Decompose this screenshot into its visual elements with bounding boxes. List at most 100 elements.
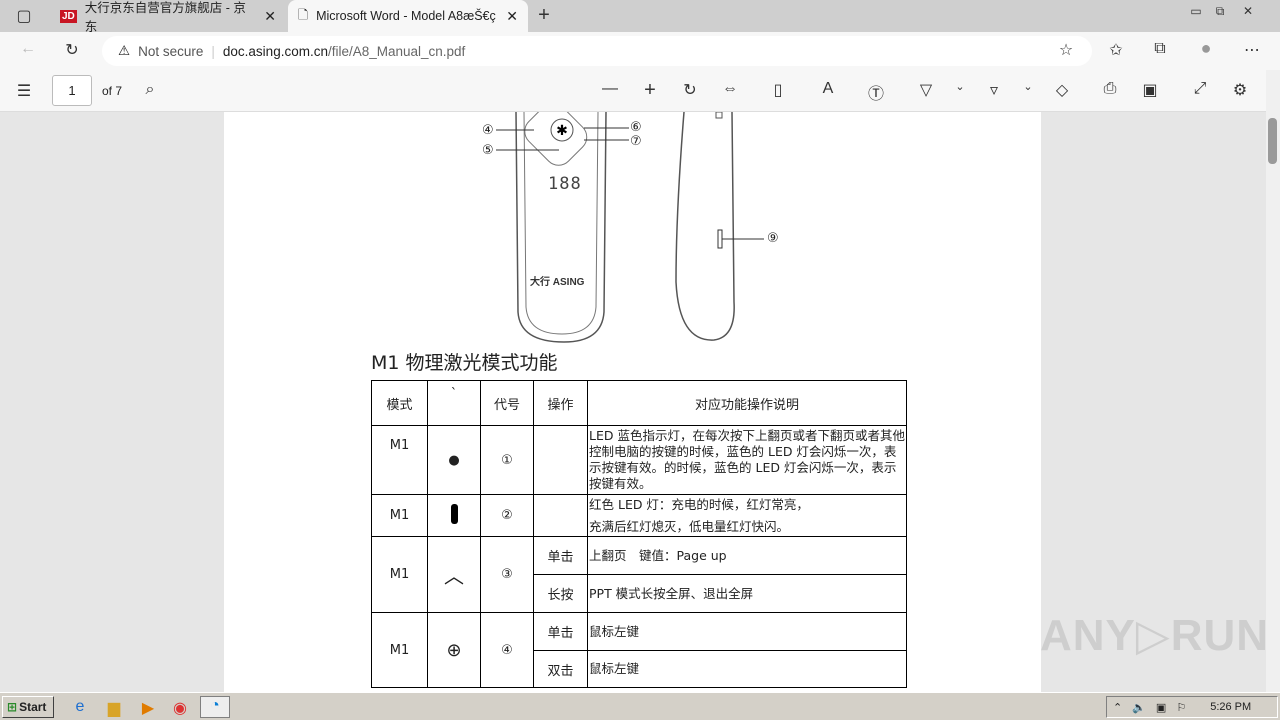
zoom-in-icon: ⊕ — [427, 612, 481, 688]
jd-favicon-icon: JD — [60, 9, 77, 23]
page-total: of 7 — [102, 84, 123, 98]
start-button[interactable]: ⊞Start — [2, 696, 54, 718]
section-heading: M1 物理激光模式功能 — [371, 352, 558, 374]
desc-cell: 上翻页 键值：Page up — [587, 536, 907, 575]
header-mode: 模式 — [371, 380, 428, 426]
op-cell — [533, 425, 588, 495]
op-cell — [533, 494, 588, 537]
print-icon[interactable]: ⎙ — [1103, 80, 1117, 97]
settings-icon[interactable]: ⚙ — [1232, 82, 1248, 99]
device-diagram: ✱ — [496, 112, 764, 343]
table-row: 双击 鼠标左键 — [372, 650, 907, 688]
tab-bar: ▢ JD 大行京东自营官方旗舰店 - 京东 ✕ 🗋 Microsoft Word… — [0, 0, 1280, 34]
watermark: ANY▷RUN — [1040, 611, 1270, 660]
close-icon[interactable]: ✕ — [506, 7, 518, 24]
system-tray: ⌃ 🔈 ▣ ⚐ 5:26 PM — [1106, 696, 1278, 718]
mode-cell: M1 — [371, 536, 428, 613]
asing-logo: 大行 ASING — [530, 277, 585, 288]
more-icon[interactable]: ⋯ — [1244, 42, 1260, 59]
code-cell: ③ — [480, 536, 534, 613]
led-bar-icon — [427, 494, 481, 537]
url-host: doc.asing.com.cn — [222, 43, 328, 59]
scrollbar-thumb[interactable] — [1268, 118, 1277, 164]
mode-cell: M1 — [371, 425, 428, 495]
fit-width-icon[interactable]: ⇔ — [722, 80, 738, 97]
start-label: Start — [19, 700, 47, 714]
chevron-down-icon[interactable]: ⌄ — [955, 81, 965, 93]
show-hidden-icon[interactable]: ⌃ — [1113, 701, 1123, 714]
code-cell: ② — [480, 494, 534, 537]
desc-cell: LED 蓝色指示灯，在每次按下上翻页或者下翻页或者其他控制电脑的按键的时候，蓝色… — [587, 425, 907, 495]
page-view-icon[interactable]: ▯ — [773, 82, 783, 99]
address-bar-row: ← ↻ ⚠ Not secure | doc.asing.com.cn/file… — [0, 32, 1280, 70]
op-cell: 双击 — [533, 650, 588, 688]
draw-icon[interactable]: ▽ — [919, 82, 933, 99]
caret-up-icon: ︿ — [427, 536, 481, 613]
vertical-scrollbar[interactable] — [1266, 70, 1280, 692]
pdf-page: ✱ ④ ⑤ ⑥ ⑦ ⑨ 188 大行 ASING M1 物理激光模式功能 模式 … — [224, 112, 1041, 692]
header-description: 对应功能操作说明 — [587, 380, 907, 426]
tab-pdf[interactable]: 🗋 Microsoft Word - Model A8æŠ€ç ✕ — [288, 0, 528, 32]
refresh-icon[interactable]: ↻ — [65, 42, 79, 59]
save-icon[interactable]: ▣ — [1142, 82, 1158, 99]
close-window-icon[interactable]: ✕ — [1242, 4, 1254, 18]
new-tab-icon[interactable]: + — [538, 4, 550, 26]
taskbar: ⊞Start e ▆ ▶ ◉ ◔ ⌃ 🔈 ▣ ⚐ 5:26 PM — [0, 692, 1280, 720]
callout-7: ⑦ — [630, 133, 642, 148]
pdf-toolbar: ☰ 1 of 7 ⌕ — + ↻ ⇔ ▯ A Ⓣ ▽ ⌄ ▿ ⌄ ◇ ⎙ ▣ ⤢… — [0, 70, 1280, 112]
callout-4: ④ — [482, 122, 494, 137]
favorites-icon[interactable]: ✩ — [1109, 42, 1123, 59]
table-row: 长按 PPT 模式长按全屏、退出全屏 — [372, 574, 907, 613]
folder-icon[interactable]: ▆ — [107, 700, 121, 717]
zoom-out-icon[interactable]: — — [602, 80, 618, 97]
search-icon[interactable]: ⌕ — [145, 81, 155, 98]
tab-label: 大行京东自营官方旗舰店 - 京东 — [84, 1, 246, 34]
op-cell: 长按 — [533, 574, 588, 613]
zoom-in-icon[interactable]: + — [644, 79, 656, 101]
highlight-icon[interactable]: ▿ — [989, 82, 999, 99]
close-icon[interactable]: ✕ — [264, 7, 276, 24]
media-player-icon[interactable]: ▶ — [141, 700, 155, 717]
rotate-icon[interactable]: ↻ — [683, 82, 697, 99]
minimize-icon[interactable]: ▭ — [1190, 4, 1202, 18]
edge-taskbar-button[interactable]: ◔ — [200, 696, 230, 718]
restore-icon[interactable]: ⧉ — [1215, 4, 1225, 18]
flag-icon[interactable]: ⚐ — [1176, 701, 1187, 714]
url-path: /file/A8_Manual_cn.pdf — [327, 43, 466, 59]
callout-6: ⑥ — [630, 119, 642, 134]
collections-icon[interactable]: ⧉ — [1154, 40, 1166, 57]
text-icon[interactable]: Ⓣ — [867, 86, 884, 103]
header-operation: 操作 — [533, 380, 588, 426]
table-row: M1 ︿ ③ 单击 上翻页 键值：Page up — [371, 536, 907, 613]
tab-label: Microsoft Word - Model A8æŠ€ç — [316, 9, 496, 23]
contents-icon[interactable]: ☰ — [16, 83, 32, 100]
read-aloud-icon[interactable]: A — [822, 80, 834, 97]
add-favorite-icon[interactable]: ☆ — [1058, 42, 1074, 59]
function-table: 模式 ` 代号 操作 对应功能操作说明 M1 ● ① LED 蓝色指示灯，在每次… — [371, 380, 907, 688]
code-cell: ④ — [480, 612, 534, 688]
desc-cell: 鼠标左键 — [587, 650, 907, 688]
tab-jd[interactable]: JD 大行京东自营官方旗舰店 - 京东 ✕ — [50, 0, 286, 34]
fullscreen-icon[interactable]: ⤢ — [1193, 80, 1207, 97]
chevron-down-icon[interactable]: ⌄ — [1023, 81, 1033, 93]
clock: 5:26 PM — [1210, 701, 1252, 713]
mode-cell: M1 — [371, 612, 428, 688]
volume-icon[interactable]: 🔈 — [1132, 701, 1146, 714]
eraser-icon[interactable]: ◇ — [1055, 82, 1069, 99]
led-dot-icon: ● — [427, 425, 481, 495]
chrome-icon[interactable]: ◉ — [173, 700, 187, 717]
header-icon: ` — [427, 380, 481, 426]
profile-avatar[interactable]: ● — [1200, 38, 1212, 58]
back-icon[interactable]: ← — [20, 40, 36, 57]
table-row: M1 ⊕ ④ 单击 鼠标左键 — [371, 612, 907, 688]
network-icon[interactable]: ▣ — [1155, 701, 1167, 714]
page-number-input[interactable]: 1 — [52, 75, 92, 106]
ie-icon[interactable]: e — [75, 698, 85, 715]
tab-actions-icon[interactable]: ▢ — [16, 8, 32, 25]
desc-cell: 红色 LED 灯：充电的时候，红灯常亮，充满后红灯熄灭，低电量红灯快闪。 — [587, 494, 907, 537]
address-bar[interactable]: ⚠ Not secure | doc.asing.com.cn/file/A8_… — [102, 36, 1092, 66]
windows-logo-icon: ⊞ — [7, 700, 18, 714]
desc-cell: PPT 模式长按全屏、退出全屏 — [587, 574, 907, 613]
table-header-row: 模式 ` 代号 操作 对应功能操作说明 — [371, 380, 907, 426]
op-cell: 单击 — [533, 536, 588, 575]
